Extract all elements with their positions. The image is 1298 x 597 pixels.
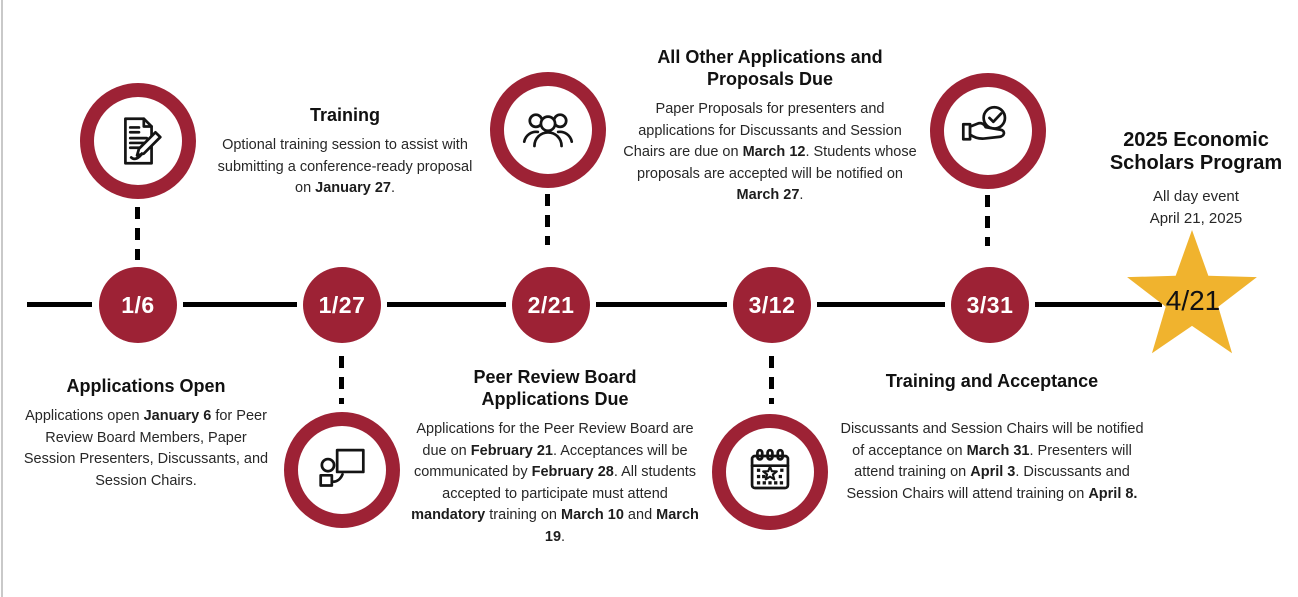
node-date-label: 1/6 xyxy=(121,291,155,318)
milestone-title: Training xyxy=(309,105,380,125)
event-subtitle-line1: All day event xyxy=(1153,188,1239,205)
milestone-title: Training and Acceptance xyxy=(885,371,1099,391)
node-date-label: 3/31 xyxy=(966,291,1014,318)
timeline-node-jan27: 1/27 xyxy=(303,267,381,343)
dashed-connector xyxy=(339,356,344,404)
timeline-line-segment xyxy=(183,302,297,307)
milestone-block-training: Training Optional training session to as… xyxy=(217,104,473,200)
hand-check-icon xyxy=(930,73,1046,189)
presentation-icon xyxy=(284,412,400,528)
node-date-label: 2/21 xyxy=(527,291,575,318)
event-subtitle-line2: April 21, 2025 xyxy=(1149,209,1243,227)
milestone-body: Applications for the Peer Review Board a… xyxy=(411,421,699,545)
milestone-body: Optional training session to assist with… xyxy=(217,137,473,196)
timeline-line-segment xyxy=(596,302,727,307)
milestone-block-all-other-due: All Other Applications and Proposals Due… xyxy=(622,46,918,207)
slide-left-edge xyxy=(1,0,3,597)
timeline-line-segment xyxy=(387,302,506,307)
node-date-label: 1/27 xyxy=(318,291,366,318)
milestone-body: Applications open January 6 for Peer Rev… xyxy=(23,408,269,489)
milestone-title: Applications Open xyxy=(66,376,226,396)
timeline-node-mar31: 3/31 xyxy=(951,267,1029,343)
milestone-title: All Other Applications and Proposals Due xyxy=(657,47,883,89)
timeline-node-mar12: 3/12 xyxy=(733,267,811,343)
event-title: 2025 Economic Scholars Program xyxy=(1109,129,1283,174)
milestone-title: Peer Review Board Applications Due xyxy=(473,367,637,409)
milestone-block-training-acceptance: Training and Acceptance Discussants and … xyxy=(839,370,1145,505)
dashed-connector xyxy=(985,195,990,246)
timeline-line-segment xyxy=(27,302,92,307)
timeline-line-segment xyxy=(817,302,945,307)
star-date-label: 4/21 xyxy=(1165,285,1221,316)
milestone-body: Paper Proposals for presenters and appli… xyxy=(623,101,917,203)
dashed-connector xyxy=(135,207,140,260)
timeline-node-jan6: 1/6 xyxy=(99,267,177,343)
calendar-star-icon xyxy=(712,414,828,530)
event-block-scholars-program: 2025 Economic Scholars Program All day e… xyxy=(1081,129,1298,229)
star-shape xyxy=(1121,227,1263,358)
timeline-node-feb21: 2/21 xyxy=(512,267,590,343)
node-date-label: 3/12 xyxy=(748,291,796,318)
timeline-line-segment xyxy=(1035,302,1162,307)
document-pencil-icon xyxy=(80,83,196,199)
milestone-block-peer-review-due: Peer Review Board Applications Due Appli… xyxy=(405,366,705,548)
people-group-icon xyxy=(490,72,606,188)
dashed-connector xyxy=(769,356,774,404)
dashed-connector xyxy=(545,194,550,245)
milestone-body: Discussants and Session Chairs will be n… xyxy=(840,421,1144,502)
milestone-block-applications-open: Applications Open Applications open Janu… xyxy=(20,375,272,492)
